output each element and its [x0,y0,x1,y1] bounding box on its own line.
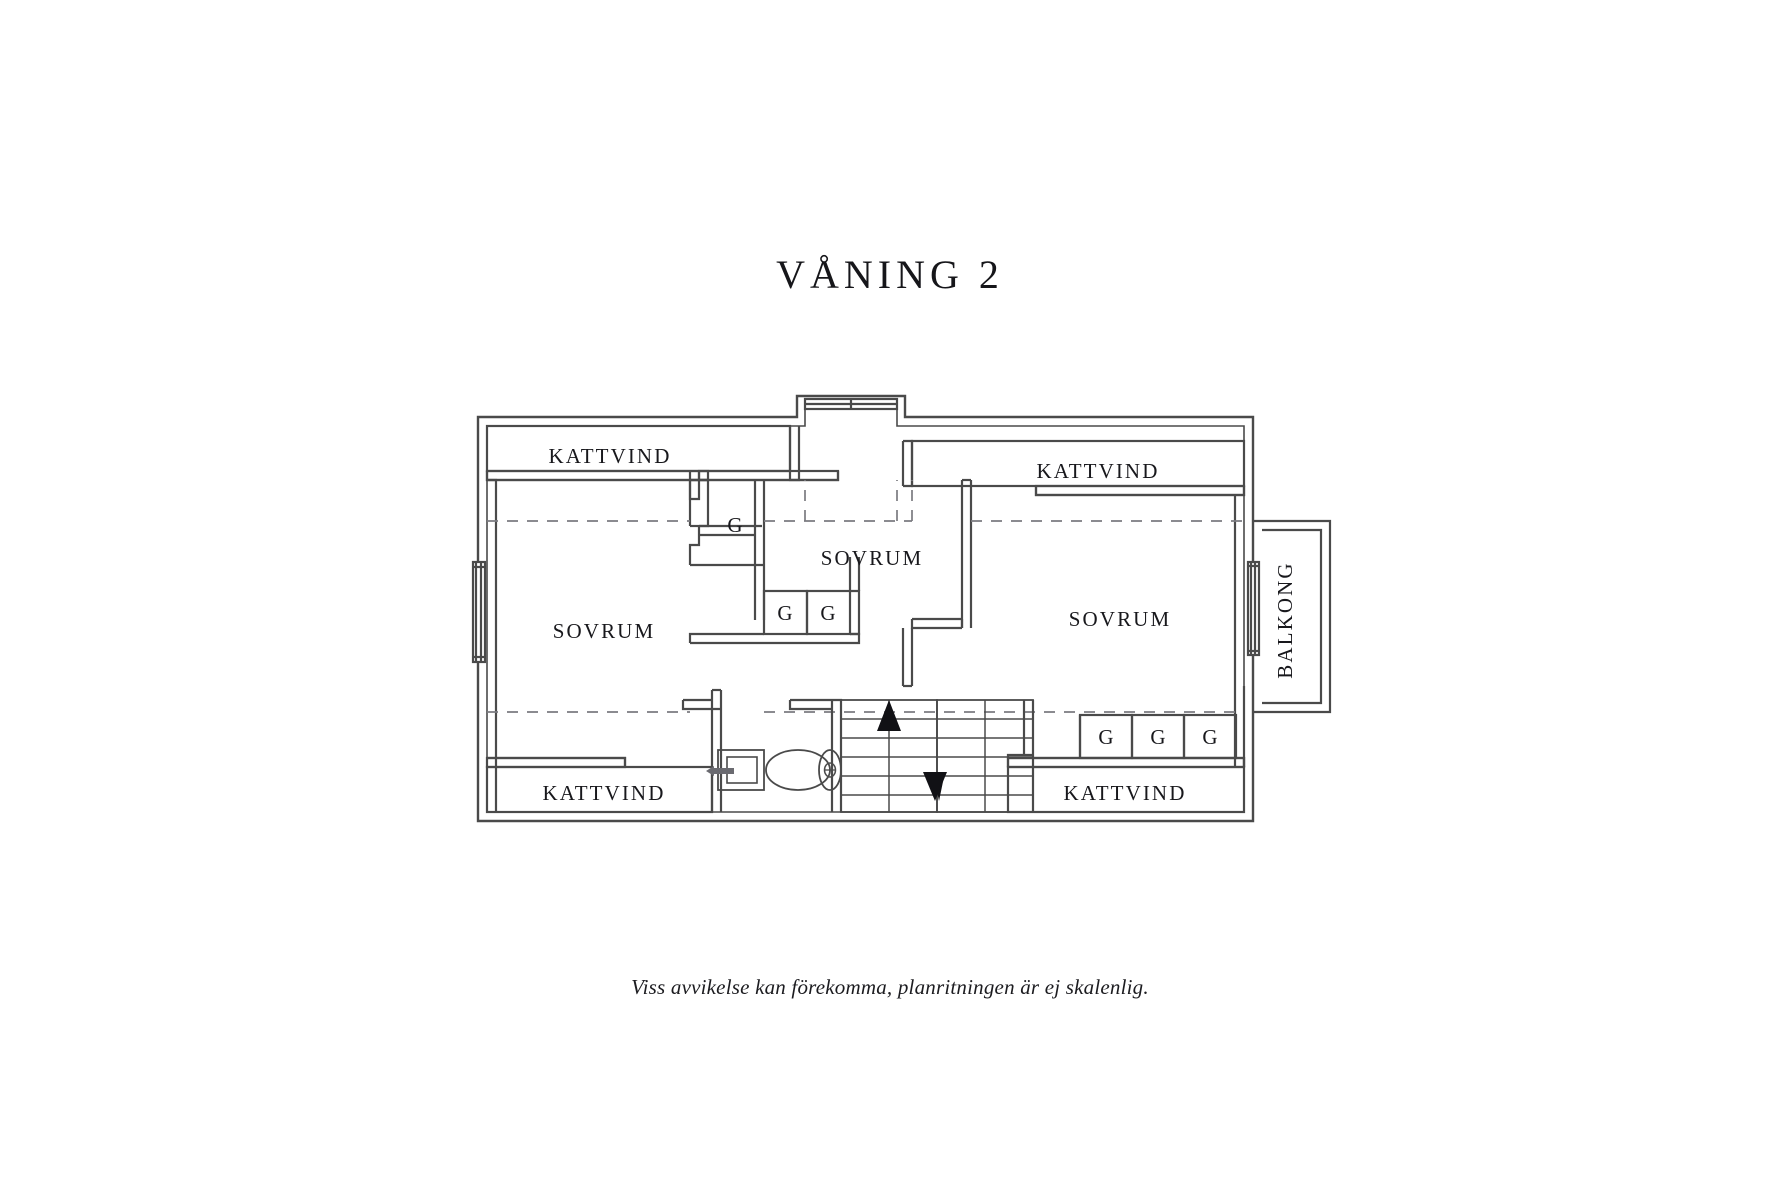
closet-row-center [688,557,861,645]
closet-label-low-b: G [1150,725,1165,749]
building-outline [476,394,1255,823]
stairs-up-arrow [877,700,901,731]
bathroom-fixtures [706,749,842,791]
page-title: VÅNING 2 [776,252,1004,297]
window-dormer-top [803,397,899,411]
room-label-sovrum-center: SOVRUM [821,546,923,570]
window-left-wall [471,560,487,664]
closet-label-upper-center: G [727,513,742,537]
disclaimer-note: Viss avvikelse kan förekomma, planritnin… [631,975,1149,999]
closet-label-low-c: G [1202,725,1217,749]
sovrum-center-walls [688,426,801,620]
room-label-sovrum-left: SOVRUM [553,619,655,643]
closet-label-mid-a: G [777,601,792,625]
room-label-sovrum-right: SOVRUM [1069,607,1171,631]
sovrum-right-walls [901,439,1246,767]
kattvind-bottom-left-walls [485,756,714,814]
room-label-kattvind-top-right: KATTVIND [1037,459,1160,483]
staircase [788,698,1034,813]
room-label-kattvind-bottom-left: KATTVIND [543,781,666,805]
roof-slope-lines [487,480,1244,713]
corridor-walls [901,619,1035,812]
room-label-kattvind-top-left: KATTVIND [549,444,672,468]
closet-label-mid-b: G [820,601,835,625]
closet-row-right [1078,713,1238,760]
stairs-down-arrow [923,772,947,801]
room-label-balkong: BALKONG [1273,561,1297,678]
closet-label-low-a: G [1098,725,1113,749]
balkong-outline [1253,519,1332,714]
room-label-kattvind-bottom-right: KATTVIND [1064,781,1187,805]
door-balcony[interactable] [1246,560,1261,657]
sovrum-left-walls [487,478,723,812]
